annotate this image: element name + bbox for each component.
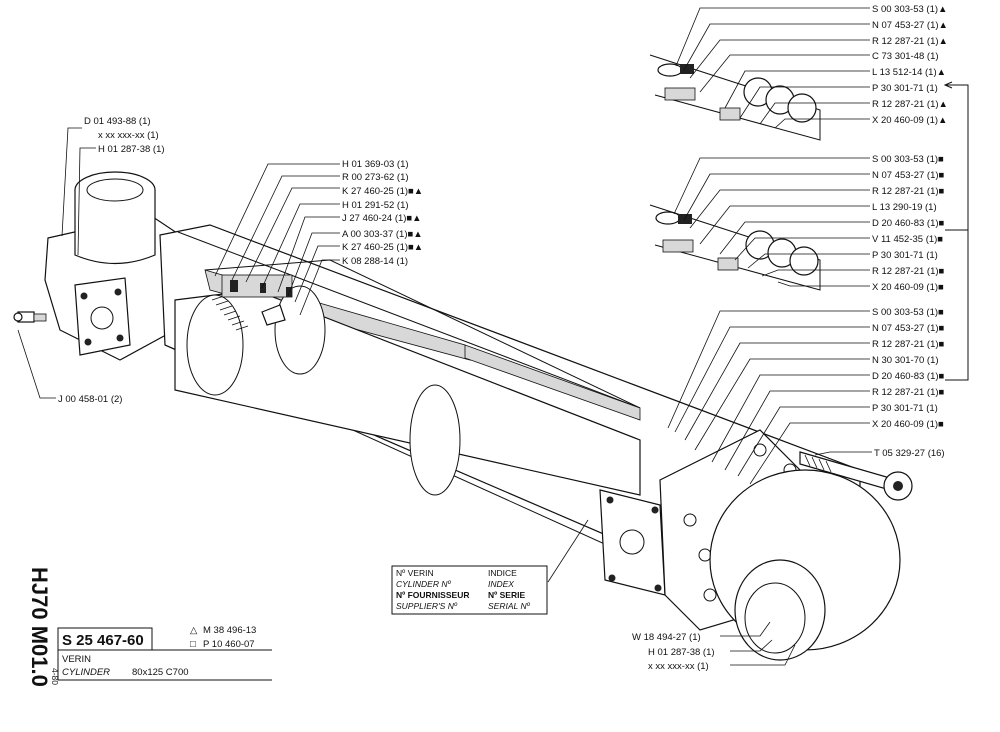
kit-a-label-8: X 20 460-09 (1)▲ xyxy=(872,115,947,126)
title-name-en: CYLINDER xyxy=(62,667,110,678)
plate-supplier-no-fr: Nº FOURNISSEUR xyxy=(396,590,469,600)
plate-serial-no-en: SERIAL Nº xyxy=(488,601,531,611)
kit-a-label-4: C 73 301-48 (1) xyxy=(872,51,939,62)
label-R0027362: R 00 273-62 (1) xyxy=(342,172,409,183)
kit-c-label-1: S 00 303-53 (1)■ xyxy=(872,307,944,318)
kit-a-label-3: R 12 287-21 (1)▲ xyxy=(872,36,948,47)
kit-c-label-8: X 20 460-09 (1)■ xyxy=(872,419,944,430)
label-K0828814: K 08 288-14 (1) xyxy=(342,256,408,267)
identification-plate: Nº VERIN INDICE CYLINDER Nº INDEX Nº FOU… xyxy=(391,565,548,615)
kit-b-label-7: P 30 301-71 (1) xyxy=(872,250,938,261)
variant-2: P 10 460-07 xyxy=(203,639,255,650)
kit-b-label-2: N 07 453-27 (1)■ xyxy=(872,170,945,181)
cylinder-body xyxy=(13,171,913,661)
label-K2746025-a: K 27 460-25 (1)■▲ xyxy=(342,186,423,197)
kit-a-label-6: P 30 301-71 (1) xyxy=(872,83,938,94)
label-H0128738-rear: H 01 287-38 (1) xyxy=(98,144,165,155)
kit-c-label-6: R 12 287-21 (1)■ xyxy=(872,387,945,398)
plate-serial-no-fr: Nº SERIE xyxy=(488,590,525,600)
plate-supplier-no-en: SUPPLIER'S Nº xyxy=(396,601,458,611)
kit-c-label-7: P 30 301-71 (1) xyxy=(872,403,938,414)
label-xxx-rear: x xx xxx-xx (1) xyxy=(98,130,159,141)
kit-b-label-3: R 12 287-21 (1)■ xyxy=(872,186,945,197)
kit-inset-a xyxy=(649,54,821,141)
variant-1: M 38 496-13 xyxy=(203,625,256,636)
label-K2746025-b: K 27 460-25 (1)■▲ xyxy=(342,242,423,253)
label-H0129152: H 01 291-52 (1) xyxy=(342,200,409,211)
kit-a-label-1: S 00 303-53 (1)▲ xyxy=(872,4,947,15)
title-name-fr: VERIN xyxy=(62,654,91,665)
variant-triangle-icon: △ xyxy=(190,625,198,636)
kit-b-label-5: D 20 460-83 (1)■ xyxy=(872,218,945,229)
thread-detail xyxy=(211,295,249,331)
plate-cylinder-no-en: CYLINDER Nº xyxy=(396,579,451,589)
label-D0149388: D 01 493-88 (1) xyxy=(84,116,151,127)
kit-a-label-7: R 12 287-21 (1)▲ xyxy=(872,99,948,110)
kit-c-label-5: D 20 460-83 (1)■ xyxy=(872,371,945,382)
kit-b-label-9: X 20 460-09 (1)■ xyxy=(872,282,944,293)
kit-c-label-3: R 12 287-21 (1)■ xyxy=(872,339,945,350)
label-A0030337: A 00 303-37 (1)■▲ xyxy=(342,229,423,240)
title-spec: 80x125 C700 xyxy=(132,667,189,678)
label-H0128738-front: H 01 287-38 (1) xyxy=(648,647,715,658)
label-W1849427: W 18 494-27 (1) xyxy=(632,632,701,643)
kit-b-label-4: L 13 290-19 (1) xyxy=(872,202,937,213)
label-T0532927: T 05 329-27 (16) xyxy=(874,448,945,459)
label-J2746024: J 27 460-24 (1)■▲ xyxy=(342,213,422,224)
side-reference-date: 4-80 xyxy=(50,668,60,685)
label-J0045801: J 00 458-01 (2) xyxy=(58,394,122,405)
plate-index-en: INDEX xyxy=(488,579,514,589)
label-H0136903: H 01 369-03 (1) xyxy=(342,159,409,170)
kit-a-label-2: N 07 453-27 (1)▲ xyxy=(872,20,948,31)
kit-inset-b xyxy=(649,204,821,291)
plate-index-fr: INDICE xyxy=(488,568,517,578)
kit-a-label-5: L 13 512-14 (1)▲ xyxy=(872,67,946,78)
kit-c-label-4: N 30 301-70 (1) xyxy=(872,355,939,366)
title-block: S 25 467-60 VERIN CYLINDER 80x125 C700 △… xyxy=(57,625,272,681)
variant-square-icon: □ xyxy=(190,639,196,650)
kit-b-label-1: S 00 303-53 (1)■ xyxy=(872,154,944,165)
kit-b-label-6: V 11 452-35 (1)■ xyxy=(872,234,943,245)
plate-cylinder-no-fr: Nº VERIN xyxy=(396,568,434,578)
grease-nipple xyxy=(13,311,47,323)
side-reference-code: HJ70 M01.0 xyxy=(27,567,52,687)
side-reference: HJ70 M01.0 4-80 xyxy=(27,567,60,687)
leader-lines xyxy=(17,7,969,666)
kit-c-label-2: N 07 453-27 (1)■ xyxy=(872,323,945,334)
kit-b-label-8: R 12 287-21 (1)■ xyxy=(872,266,945,277)
label-xxx-front: x xx xxx-xx (1) xyxy=(648,661,709,672)
title-reference: S 25 467-60 xyxy=(62,632,144,649)
